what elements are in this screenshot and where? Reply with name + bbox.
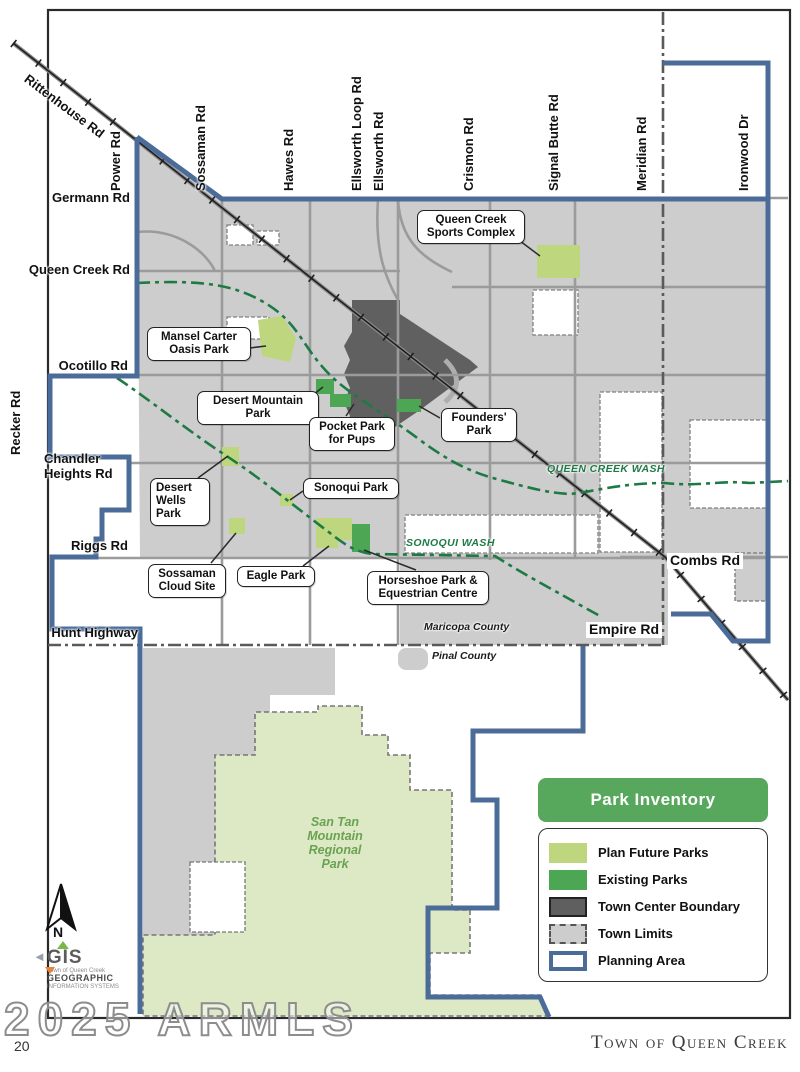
town-limits-swatch: [549, 923, 587, 944]
gis-logo-text: GIS: [46, 947, 83, 968]
gis-logo-town-line: Town of Queen Creek: [47, 967, 106, 974]
town-center-boundary-swatch: [549, 896, 587, 917]
county-label-pinal: Pinal County: [432, 650, 497, 662]
park-callout-desert-mountain-park: Desert Mountain Park: [197, 391, 319, 426]
page-number: 20: [14, 1038, 30, 1054]
gis-logo-systems-line: INFORMATION SYSTEMS: [47, 983, 119, 990]
road-label-riggs-rd: Riggs Rd: [70, 538, 128, 553]
town-limits-patch: [398, 648, 428, 670]
gis-logo-geographic-line: GEOGRAPHIC: [47, 973, 114, 984]
town-center-road-loop: [443, 358, 459, 404]
park-callout-founders-park: Founders' Park: [441, 408, 517, 443]
county-boundary-lines: [48, 12, 665, 647]
park-callout-horseshoe-park: Horseshoe Park & Equestrian Centre: [367, 571, 489, 606]
park-callout-queen-creek-sports-complex: Queen Creek Sports Complex: [417, 210, 525, 245]
road-label-ocotillo-rd: Ocotillo Rd: [58, 358, 128, 373]
legend-item-planning-area: Planning Area: [549, 947, 767, 974]
park-areas: [222, 245, 580, 552]
legend-item-label: Existing Parks: [598, 872, 688, 887]
county-label-maricopa: Maricopa County: [424, 621, 510, 633]
road-label-hawes-rd: Hawes Rd: [281, 128, 296, 191]
plan-future-parks-swatch: [549, 842, 587, 863]
legend-item-label: Town Center Boundary: [598, 899, 741, 914]
road-label-signal-butte-rd: Signal Butte Rd: [546, 94, 561, 191]
legend-item-plan-future-parks: Plan Future Parks: [549, 839, 767, 866]
road-label-power-rd: Power Rd: [108, 131, 123, 191]
gis-logo-triangle-icon: [45, 967, 55, 974]
north-arrow-label: N: [53, 924, 64, 940]
unincorporated-island: [189, 861, 246, 933]
legend-item-town-limits: Town Limits: [549, 920, 767, 947]
park-callout-sonoqui-park: Sonoqui Park: [303, 478, 399, 500]
wash-label-sonoqui: SONOQUI WASH: [406, 537, 495, 549]
armls-watermark: 2025 ARMLS: [3, 992, 361, 1046]
existing-parks-swatch: [549, 869, 587, 890]
road-label-ellsworth-loop-rd: Ellsworth Loop Rd: [349, 76, 364, 191]
road-label-combs-rd: Combs Rd: [667, 552, 743, 569]
legend-title: Park Inventory: [538, 778, 768, 822]
road-label-crismon-rd: Crismon Rd: [461, 117, 476, 191]
north-arrow-icon: [45, 883, 77, 932]
legend-item-town-center-boundary: Town Center Boundary: [549, 893, 767, 920]
legend-item-label: Planning Area: [598, 953, 685, 968]
san-tan-regional-park-label: San Tan Mountain Regional Park: [307, 815, 363, 871]
road-label-chandler-heights-rd: Chandler Heights Rd: [44, 451, 113, 481]
park-callout-mansel-carter-oasis-park: Mansel Carter Oasis Park: [147, 327, 251, 362]
park-callout-desert-wells-park: Desert Wells Park: [150, 478, 210, 526]
road-label-recker-rd: Recker Rd: [8, 390, 23, 455]
road-label-sossaman-rd: Sossaman Rd: [193, 105, 208, 191]
wash-lines: [116, 280, 789, 618]
road-label-empire-rd: Empire Rd: [586, 621, 663, 638]
gis-logo-triangle-icon: [57, 941, 69, 949]
town-center-area: [344, 300, 478, 444]
road-label-meridian-rd: Meridian Rd: [634, 116, 649, 191]
road-label-hunt-highway: Hunt Highway: [51, 625, 138, 640]
wash-label-queen-creek: QUEEN CREEK WASH: [547, 463, 665, 475]
gis-logo-arrow-icon: ◄: [33, 949, 47, 964]
park-callout-pocket-park-for-pups: Pocket Park for Pups: [309, 417, 395, 452]
planning-area-swatch: [549, 950, 587, 971]
san-tan-regional-park-area: [142, 705, 550, 1017]
legend-item-label: Plan Future Parks: [598, 845, 709, 860]
road-label-queen-creek-rd: Queen Creek Rd: [28, 262, 130, 277]
legend-box: Plan Future Parks Existing Parks Town Ce…: [538, 828, 768, 982]
town-of-queen-creek-credit: Town of Queen Creek: [590, 1032, 788, 1053]
railroad-line: [10, 39, 792, 703]
legend-item-label: Town Limits: [598, 926, 673, 941]
legend-item-existing-parks: Existing Parks: [549, 866, 767, 893]
gis-logo-wordmark: ◄GIS: [33, 941, 143, 974]
park-callout-sossaman-cloud-site: Sossaman Cloud Site: [148, 564, 226, 599]
planning-area-boundary: [47, 60, 771, 1019]
road-label-germann-rd: Germann Rd: [51, 190, 130, 205]
gis-logo: ◄GIS Town of Queen Creek GEOGRAPHIC INFO…: [33, 941, 143, 990]
road-label-ironwood-dr: Ironwood Dr: [736, 114, 751, 191]
road-label-ellsworth-rd: Ellsworth Rd: [371, 111, 386, 191]
park-callout-eagle-park: Eagle Park: [237, 566, 315, 588]
